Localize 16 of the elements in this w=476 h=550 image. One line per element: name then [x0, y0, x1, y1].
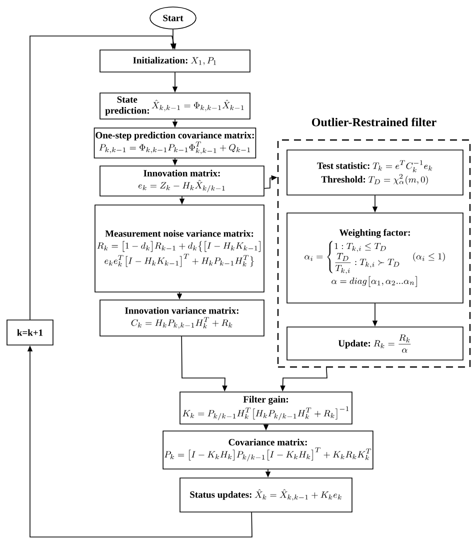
process-box: Filter gain: $K_k = P_{k/k-1}H_k^T\bigl[H_kP_{k/k-1}H_k^T + R_k\bigr]^{-1}$ [180, 392, 352, 424]
start-oval: Start [150, 6, 196, 30]
arrow [30, 36, 176, 320]
process-box: Innovation matrix: $e_k = Z_k - H_k\hat{X}_{k/k-1}$ [100, 166, 264, 196]
process-box: Status updates: $\hat{X}_k = \hat{X}_{k,k-1} + K_ke_k$ [180, 478, 352, 512]
process-box: Update: $R_k = \dfrac{R_k}{\alpha}$ [286, 326, 464, 360]
group-title: Outlier-Restrained filter [312, 118, 436, 126]
process-box: Innovation variance matrix: $C_k = H_kP_{k,k-1}H_k^T + R_k$ [100, 300, 264, 336]
process-box: Measurement noise variance matrix: $R_k = \bigl[1-d_k\bigr]R_{k-1} + d_k\bigl\{\bigl[I-H_kK_{k-1}\bigr]$ $e_ke_k^T\bigl[I-H_kK_{k-1}\bigr]^T + H_kP_{k-1}H_k^T\bigr\}$ [94, 204, 264, 292]
process-box: Covariance matrix: $P_k = \bigl[I-K_kH_k\bigr]P_{k/k-1}\bigl[I-K_kH_k\bigr]^T + K_kR_kK_k^T$ [162, 430, 374, 470]
process-box: Weighting factor: $\alpha_i = \begin{cases} 1: T_{k,i} \le T_D \\ \dfrac{T_D}{T_{k,i}}: T_{k,i} \succ T_D \end{cases} (\alpha_i \le 1)$ $\alpha = diag\bigl[\alpha_1,\alpha_2...\alpha_n\bigr]$ [286, 212, 464, 304]
counter-box: k=k+1 [6, 320, 54, 346]
process-box: One-step prediction covariance matrix: $P_{k,k-1} = \Phi_{k,k-1}P_{k-1}\Phi_{k,k-1}^{T} + Q_{k-1}$ [94, 128, 256, 158]
process-box: Initialization: $X_1, P_1$ [100, 50, 250, 72]
process-box: State prediction: $\hat{X}_{k,k-1} = \Phi_{k,k-1}\hat{X}_{k-1}$ [100, 92, 250, 120]
process-box: Test statistic: $T_k = e^T C_k^{-1} e_k$ Threshold: $T_D = \chi_\alpha^2(m,0)$ [286, 150, 464, 196]
